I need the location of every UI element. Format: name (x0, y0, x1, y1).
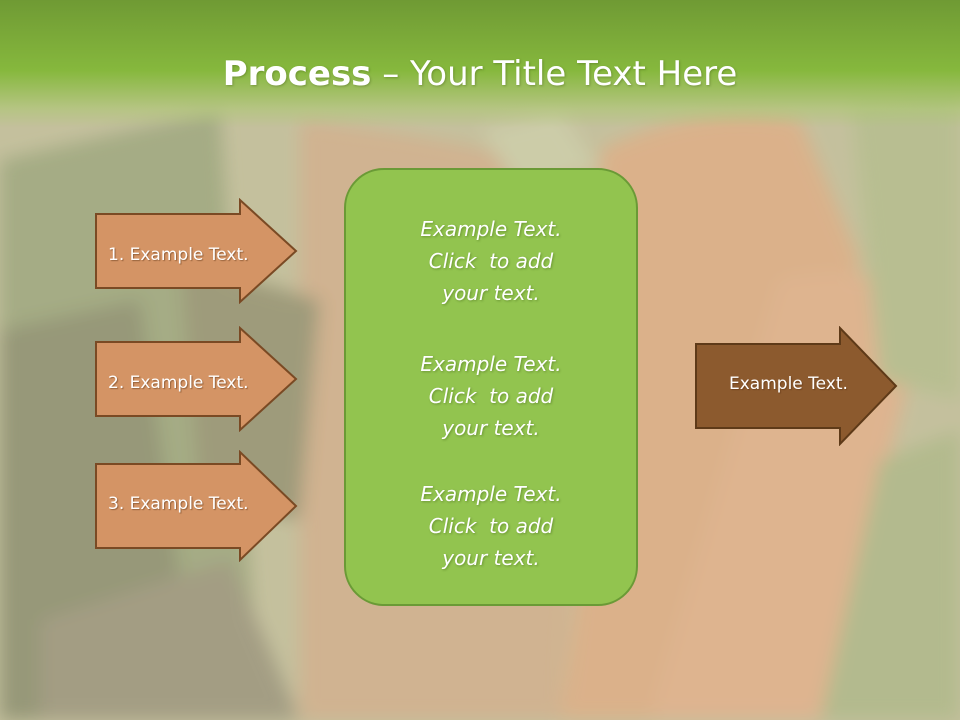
center-block-3-line-2: Click to add (428, 514, 554, 538)
center-block-2-line-3: your text. (442, 416, 540, 440)
title-bar (0, 0, 960, 128)
slide-title[interactable]: Process – Your Title Text Here (0, 52, 960, 96)
right-arrow-label: Example Text. (729, 374, 848, 394)
left-arrow-1-label: 1. Example Text. (108, 245, 249, 265)
left-arrow-3[interactable] (94, 450, 300, 562)
center-block-1-line-2: Click to add (428, 249, 554, 273)
center-text-box[interactable] (344, 168, 638, 606)
center-block-1-line-3: your text. (442, 281, 540, 305)
title-rest: – Your Title Text Here (371, 54, 738, 94)
center-block-3-line-1: Example Text. (420, 482, 562, 506)
center-block-1: Example Text. Click to add your text. (344, 213, 638, 309)
center-block-2-line-1: Example Text. (420, 352, 562, 376)
left-arrow-2[interactable] (94, 326, 300, 432)
center-block-2-line-2: Click to add (428, 384, 554, 408)
left-arrow-3-label: 3. Example Text. (108, 494, 249, 514)
title-bold: Process (222, 54, 372, 94)
right-arrow[interactable] (694, 326, 900, 446)
center-block-3-line-3: your text. (442, 546, 540, 570)
left-arrow-2-label: 2. Example Text. (108, 373, 249, 393)
center-block-3: Example Text. Click to add your text. (344, 478, 638, 574)
center-block-1-line-1: Example Text. (420, 217, 562, 241)
center-block-2: Example Text. Click to add your text. (344, 348, 638, 444)
left-arrow-1[interactable] (94, 198, 300, 304)
